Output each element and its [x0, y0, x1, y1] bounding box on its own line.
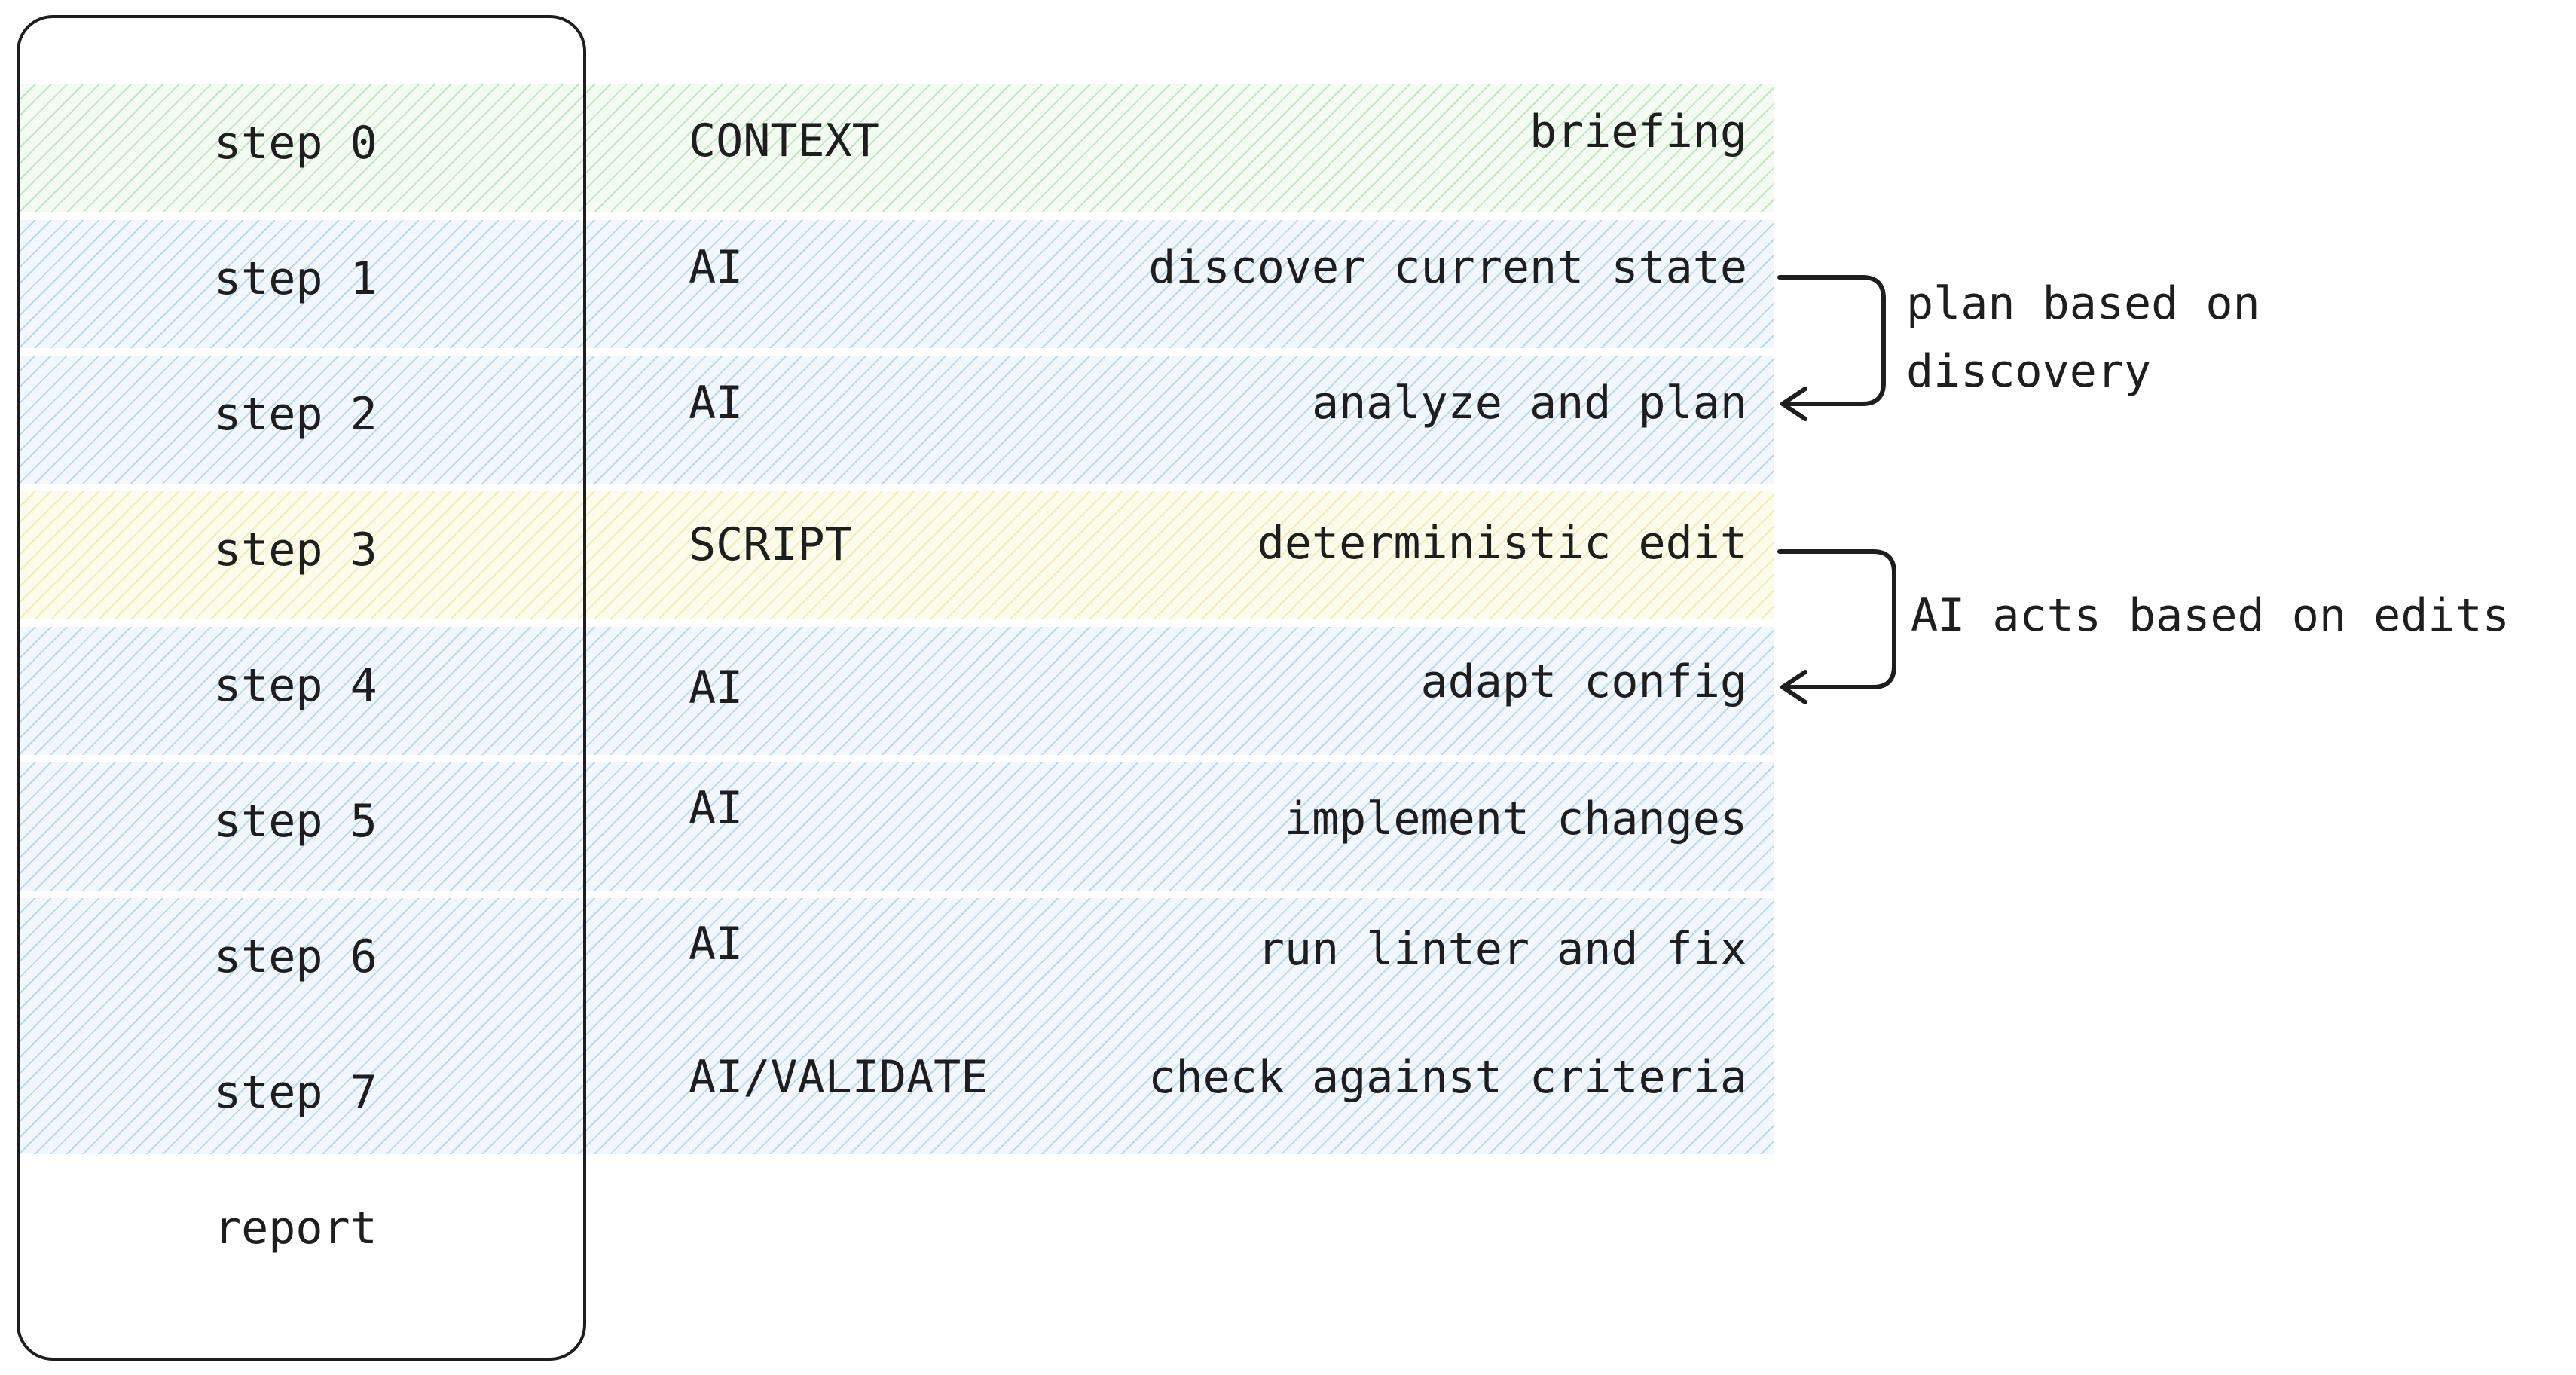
arrowhead-edits-icon — [1780, 670, 1807, 704]
kind-label-3: SCRIPT — [689, 518, 852, 571]
step-label-3: step 3 — [214, 524, 377, 576]
step-label-2: step 2 — [214, 388, 377, 441]
description-5: implement changes — [1284, 793, 1747, 845]
step-label-6: step 6 — [214, 930, 377, 983]
steps-column-box — [17, 15, 586, 1361]
step-label-report: report — [214, 1202, 377, 1254]
row-band-step-1 — [18, 220, 1774, 348]
row-band-step-2 — [18, 356, 1774, 484]
description-4: adapt config — [1420, 655, 1747, 708]
description-3: deterministic edit — [1257, 517, 1747, 570]
kind-label-1: AI — [689, 241, 744, 294]
step-label-1: step 1 — [214, 252, 377, 305]
bracket-arrow-edits — [1777, 549, 1896, 689]
row-band-step-4 — [18, 627, 1774, 755]
row-band-step-6 — [18, 898, 1774, 1026]
step-label-5: step 5 — [214, 795, 377, 848]
step-label-7: step 7 — [214, 1066, 377, 1119]
arrowhead-plan-icon — [1780, 387, 1807, 421]
row-band-step-7 — [18, 1026, 1774, 1154]
description-0: briefing — [1529, 105, 1747, 158]
annotation-edits: AI acts based on edits — [1911, 589, 2510, 642]
row-band-step-5 — [18, 762, 1774, 891]
kind-label-0: CONTEXT — [689, 115, 879, 167]
kind-label-6: AI — [689, 918, 744, 970]
bracket-arrow-plan — [1777, 275, 1886, 406]
description-6: run linter and fix — [1257, 923, 1747, 976]
kind-label-7: AI/VALIDATE — [689, 1051, 989, 1104]
row-band-step-0 — [18, 84, 1774, 212]
description-7: check against criteria — [1148, 1051, 1747, 1104]
kind-label-4: AI — [689, 662, 744, 714]
annotation-plan: plan based on discovery — [1906, 277, 2260, 398]
description-1: discover current state — [1148, 241, 1747, 294]
step-label-4: step 4 — [214, 659, 377, 712]
kind-label-2: AI — [689, 377, 744, 429]
step-label-0: step 0 — [214, 117, 377, 170]
row-band-step-3 — [18, 491, 1774, 619]
description-2: analyze and plan — [1312, 377, 1747, 429]
kind-label-5: AI — [689, 782, 744, 835]
